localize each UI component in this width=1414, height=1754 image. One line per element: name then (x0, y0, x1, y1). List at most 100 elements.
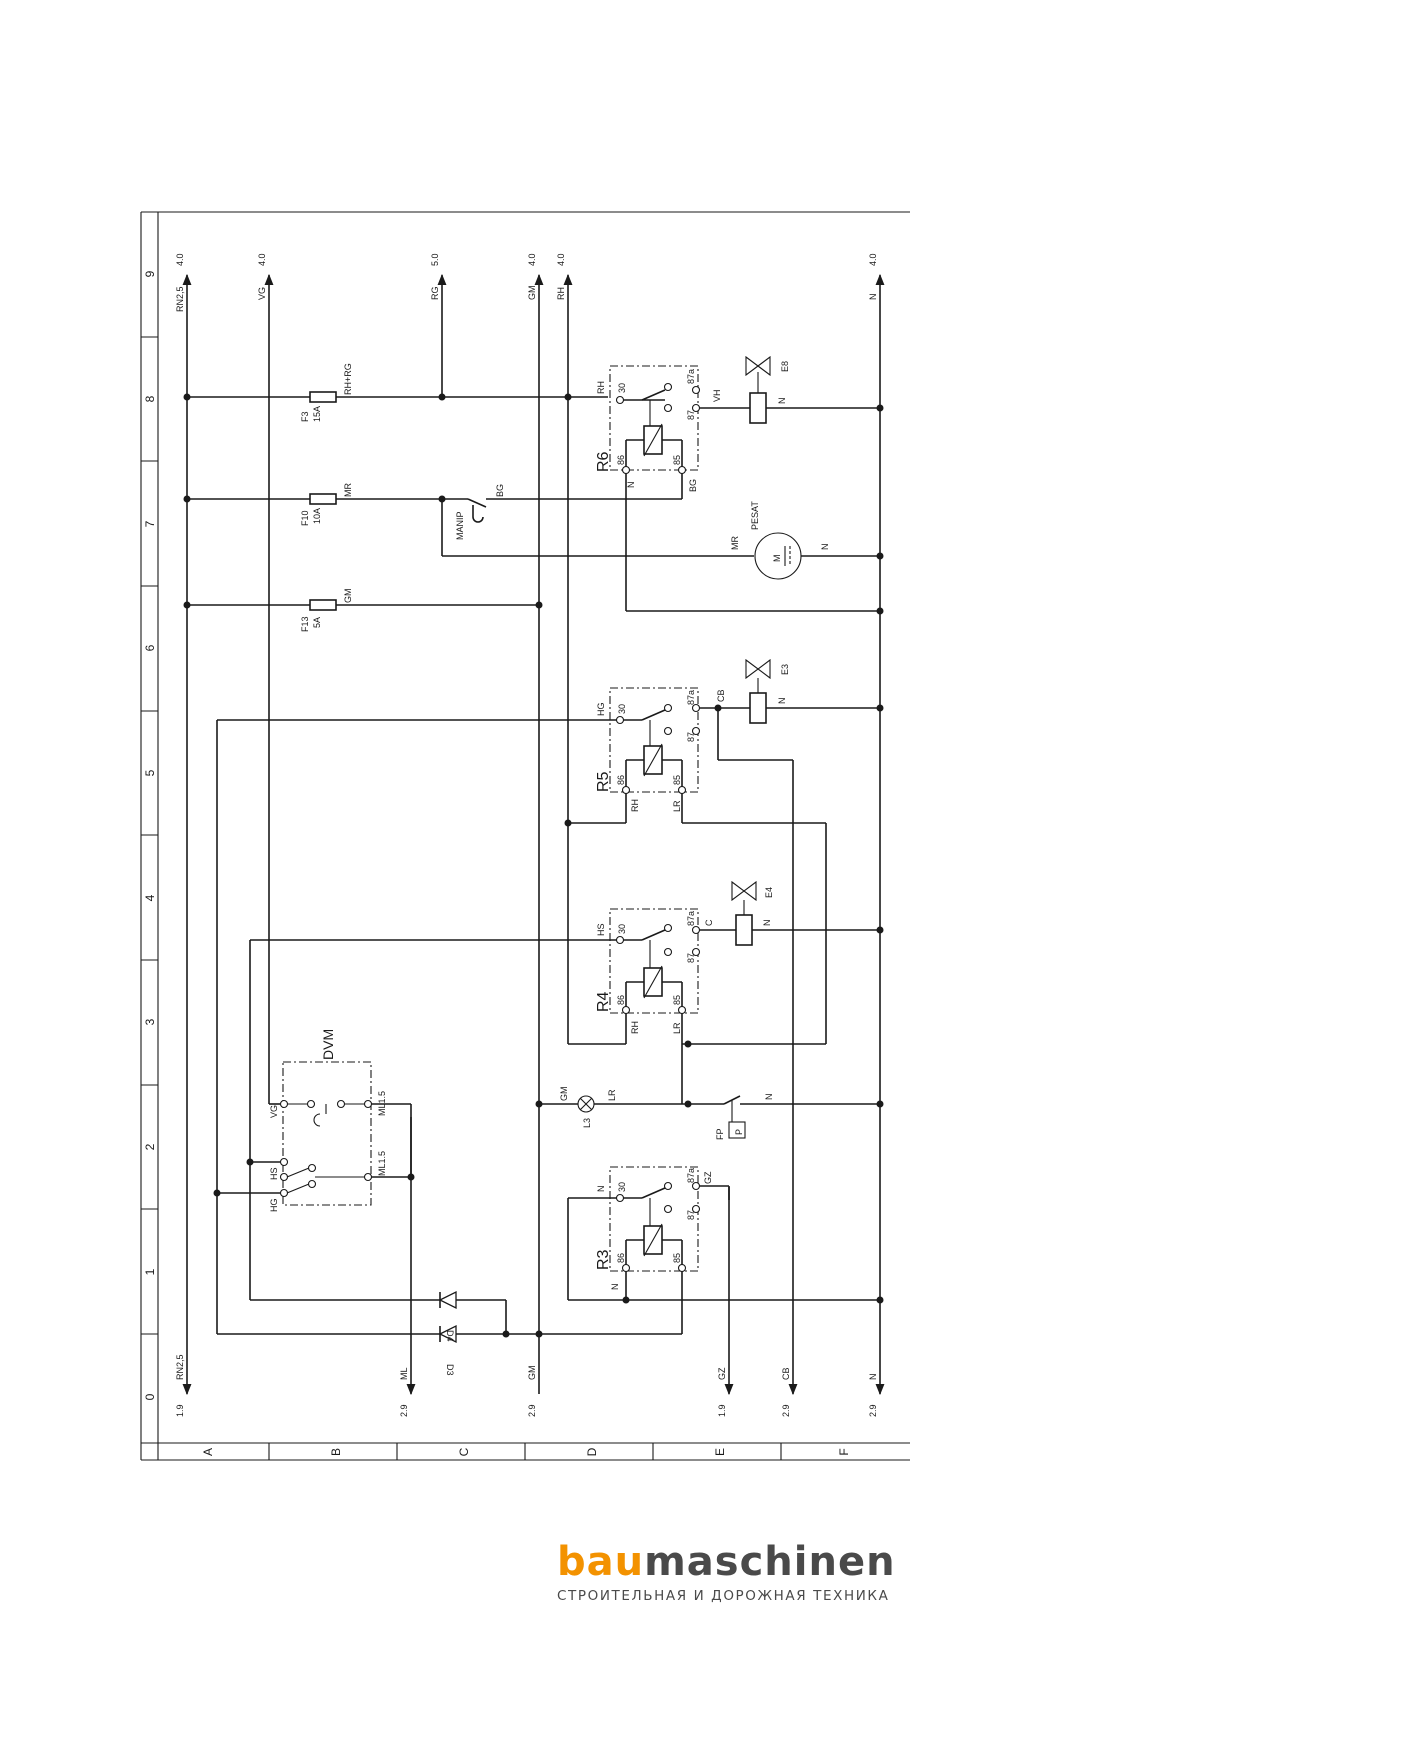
pressure-switch-fp-icon (728, 1121, 746, 1139)
relay-r5-pin87a: 87a (686, 690, 696, 705)
motor-in-wire: MR (730, 536, 740, 550)
diode-d4-name: D4 (445, 1330, 455, 1342)
relay-r4-name: R4 (595, 991, 612, 1012)
fuse-f10-circuit: F10 10A MR (183, 483, 468, 526)
relay-r5-pin87: 87 (686, 732, 696, 742)
dvm-ml-bot: ML1.5 (377, 1151, 387, 1176)
relay-r6-c86: N (626, 482, 636, 489)
fuse-f10-name: F10 (300, 510, 310, 526)
drawing-frame (140, 211, 910, 1461)
r6-n-return (625, 470, 884, 615)
fuse-f13-rating: 5A (312, 617, 322, 628)
relay-r5: R5 30 87a 87 86 85 HG RH LR CB (595, 687, 726, 812)
valve-e3-circuit: E3 N (745, 658, 884, 724)
relay-r4-pin85: 85 (672, 995, 682, 1005)
top-wire-n: N (868, 294, 878, 301)
valve-e8-wire: N (777, 398, 787, 405)
top-wire-gm: GM (527, 286, 537, 301)
relay-r5-name: R5 (595, 771, 612, 792)
pressure-switch-symbol: P (734, 1129, 744, 1135)
relay-r6-pin85: 85 (672, 455, 682, 465)
fuse-f3-rating: 15A (312, 406, 322, 422)
fuse-f10-wire: MR (343, 483, 353, 497)
pressure-switch-wire: N (764, 1094, 774, 1101)
dvm-ml-top: ML1.5 (377, 1091, 387, 1116)
valve-e4-wire: N (762, 920, 772, 927)
col-label-e: E (713, 1448, 727, 1456)
top-ref-gm: 4.0 (527, 253, 537, 266)
diode-d4-icon (438, 1290, 457, 1310)
row-label-9: 9 (143, 270, 157, 277)
top-wire-rn25: RN2,5 (175, 286, 185, 312)
bottom-ref-gm: 2.9 (527, 1404, 537, 1417)
relay-r4-out: C (704, 919, 714, 926)
fuse-f13 (309, 599, 337, 611)
bottom-ref-gz: 1.9 (717, 1404, 727, 1417)
fuse-f13-name: F13 (300, 616, 310, 632)
bottom-wire-n: N (868, 1374, 878, 1381)
switch-manip-wire: BG (495, 484, 505, 497)
bottom-wire-rn25: RN2,5 (175, 1354, 185, 1380)
lamp-l3-in: GM (559, 1087, 569, 1102)
col-label-a: A (201, 1448, 215, 1456)
top-ref-vg: 4.0 (257, 253, 267, 266)
relay-r3-pin87a: 87a (686, 1168, 696, 1183)
dvm-vg: VG (269, 1105, 279, 1118)
top-terminal-labels: RN2,5 4.0 VG 4.0 RG 5.0 GM 4.0 RH 4.0 N … (175, 253, 878, 312)
dvm-hg: HG (269, 1199, 279, 1213)
bottom-wire-ml: ML (399, 1367, 409, 1380)
relay-r6-c30: RH (596, 381, 606, 394)
top-ref-rg: 5.0 (430, 253, 440, 266)
valve-e3-wire: N (777, 698, 787, 705)
relay-r4-pin87a: 87a (686, 911, 696, 926)
col-label-d: D (585, 1447, 599, 1456)
relay-r3: R3 30 87a 87 86 85 N N GZ (595, 1166, 713, 1290)
top-wire-rg: RG (430, 287, 440, 301)
relay-r6-pin30: 30 (617, 383, 627, 393)
lamp-l3-name: L3 (582, 1118, 592, 1128)
relay-r3-pin30: 30 (617, 1182, 627, 1192)
logo-wordmark: baumaschinen (557, 1540, 917, 1584)
fuse-f13-circuit: F13 5A GM (183, 589, 543, 632)
relay-r3-pin87: 87 (686, 1210, 696, 1220)
lamp-l3-out: LR (607, 1089, 617, 1101)
valve-e3-icon (745, 658, 771, 680)
dvm-switch: DVM VG HS HG ML1.5 ML1.5 (213, 1022, 415, 1213)
relay-r6: R6 30 87a 87 86 85 RH N BG VH (595, 365, 722, 492)
relay-r4-pin30: 30 (617, 924, 627, 934)
r5-wiring (216, 704, 827, 1334)
relay-r6-pin87a: 87a (686, 369, 696, 384)
relay-r5-c86: RH (630, 799, 640, 812)
top-ref-rh: 4.0 (556, 253, 566, 266)
motor-symbol-letter: M (772, 555, 782, 563)
valve-e4-name: E4 (764, 887, 774, 898)
fuse-f3-name: F3 (300, 411, 310, 422)
relay-r4-c30: HS (596, 923, 606, 936)
column-labels: A B C D E F (201, 1447, 851, 1456)
row-label-0: 0 (143, 1393, 157, 1400)
bottom-wire-gz: GZ (717, 1367, 727, 1380)
col-label-b: B (329, 1448, 343, 1456)
lamp-l3-circuit: P FP N L3 GM LR (535, 1087, 884, 1140)
valve-e8-name: E8 (780, 361, 790, 372)
top-wire-vg: VG (257, 287, 267, 300)
relay-r3-pin85: 85 (672, 1253, 682, 1263)
dvm-name: DVM (320, 1029, 336, 1060)
motor-out-wire: N (820, 544, 830, 551)
bottom-wire-cb: CB (781, 1367, 791, 1380)
relay-r5-out: CB (716, 689, 726, 702)
relay-r6-c85: BG (688, 479, 698, 492)
valve-e4-coil (735, 914, 753, 946)
relay-r3-c30: N (596, 1186, 606, 1193)
relay-r4-pin86: 86 (616, 995, 626, 1005)
bottom-ref-ml: 2.9 (399, 1404, 409, 1417)
relay-r5-pin85: 85 (672, 775, 682, 785)
row-label-7: 7 (143, 520, 157, 527)
fuse-f10-rating: 10A (312, 508, 322, 524)
r4-wiring: E4 N (249, 880, 884, 1300)
motor-name: PESAT (750, 501, 760, 530)
relay-r5-c30: HG (596, 703, 606, 717)
row-label-6: 6 (143, 644, 157, 651)
row-label-2: 2 (143, 1143, 157, 1150)
